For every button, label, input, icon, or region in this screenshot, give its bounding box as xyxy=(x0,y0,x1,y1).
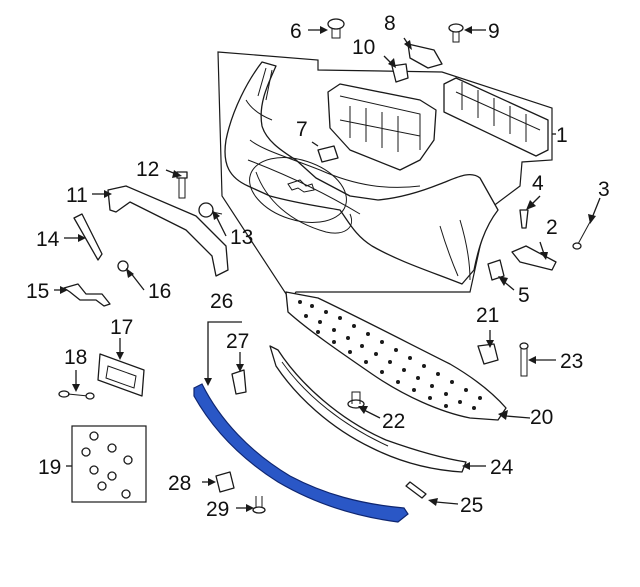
callout-labels: 1 2 3 4 5 6 7 8 9 10 11 12 13 14 15 16 1… xyxy=(26,12,610,521)
bracket-15 xyxy=(63,283,111,307)
clip-21 xyxy=(477,343,499,365)
callout-3: 3 xyxy=(598,178,610,201)
callout-17: 17 xyxy=(110,316,133,339)
leader-lines xyxy=(54,26,601,512)
callout-18: 18 xyxy=(64,346,87,369)
screw-29 xyxy=(252,496,266,514)
clip-7 xyxy=(317,145,339,163)
callout-20: 20 xyxy=(530,406,553,429)
callout-12: 12 xyxy=(136,158,159,181)
callout-23: 23 xyxy=(560,350,583,373)
bracket-11 xyxy=(107,185,229,277)
bumper-cover xyxy=(224,61,499,285)
callout-11: 11 xyxy=(66,184,88,207)
trim-14 xyxy=(73,213,103,261)
clip-10 xyxy=(391,63,409,83)
callout-16: 16 xyxy=(148,280,171,303)
callout-6: 6 xyxy=(290,20,302,43)
callout-4: 4 xyxy=(532,172,544,195)
screw-18 xyxy=(58,390,95,400)
callout-7: 7 xyxy=(296,118,308,141)
lower-trim-24 xyxy=(269,345,467,473)
upper-absorber xyxy=(327,83,437,171)
callout-9: 9 xyxy=(488,20,500,43)
callout-28: 28 xyxy=(168,472,191,495)
clip-28 xyxy=(215,471,235,493)
clip-27 xyxy=(231,369,247,395)
license-bracket-17 xyxy=(97,353,145,397)
grille-mesh xyxy=(298,300,482,410)
callout-22: 22 xyxy=(382,410,405,433)
grille-20 xyxy=(285,291,507,421)
callout-19: 19 xyxy=(38,456,61,479)
screw-13 xyxy=(198,202,223,218)
horse-emblem-icon xyxy=(287,179,315,193)
callout-2: 2 xyxy=(546,216,558,239)
callout-1: 1 xyxy=(556,124,568,147)
bolt-25 xyxy=(405,481,427,499)
callout-27: 27 xyxy=(226,330,249,353)
bolt-23 xyxy=(519,342,529,377)
bolt-3 xyxy=(572,221,591,250)
callout-26: 26 xyxy=(210,290,233,313)
pin-4 xyxy=(519,209,529,229)
callout-24: 24 xyxy=(490,456,514,479)
bracket-2 xyxy=(511,245,557,271)
callout-25: 25 xyxy=(460,494,483,517)
pin-22 xyxy=(347,391,365,409)
washer-16 xyxy=(117,260,129,272)
callout-21: 21 xyxy=(476,304,499,327)
nut-6 xyxy=(327,18,345,39)
lower-valance-26-highlighted xyxy=(193,383,409,523)
callout-13: 13 xyxy=(230,226,253,249)
callout-29: 29 xyxy=(206,498,229,521)
callout-5: 5 xyxy=(518,284,530,307)
screw-set-19 xyxy=(71,425,147,503)
callout-15: 15 xyxy=(26,280,49,303)
bracket-8 xyxy=(407,43,443,69)
clip-5 xyxy=(487,259,505,281)
callout-10: 10 xyxy=(352,36,375,59)
callout-8: 8 xyxy=(384,12,396,35)
energy-absorber xyxy=(443,77,549,157)
screw-9 xyxy=(448,23,464,43)
callout-14: 14 xyxy=(36,228,60,251)
